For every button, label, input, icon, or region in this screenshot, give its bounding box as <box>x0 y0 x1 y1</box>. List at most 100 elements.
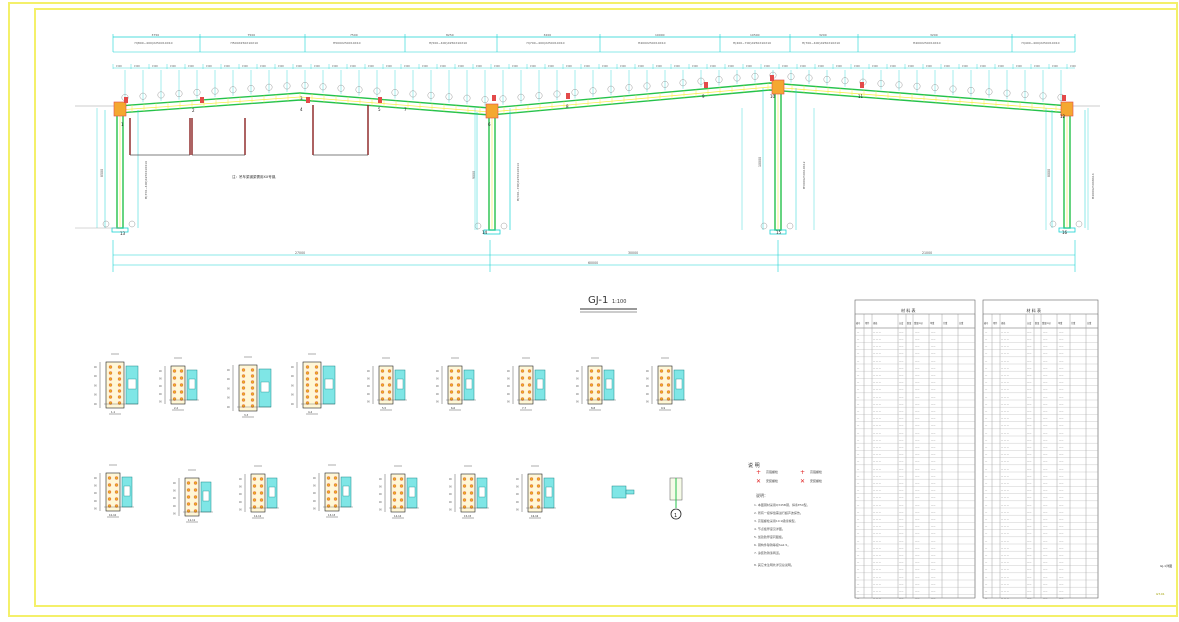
purlin-dimension-value: 1500 <box>926 65 932 68</box>
table-cell: —— <box>1027 569 1032 572</box>
top-dimension-value: 10500 <box>750 33 760 37</box>
purlin-dimension-value: 1500 <box>116 65 122 68</box>
detail-dimension-value: 90 <box>507 400 510 403</box>
detail-section-web <box>324 378 334 390</box>
detail-end-plate <box>460 473 476 513</box>
table-cell: — <box>857 410 860 413</box>
table-header-cell: 编号 <box>984 321 989 325</box>
table-cell: — <box>857 475 860 478</box>
bolt <box>108 389 113 393</box>
table-cell: — — — <box>873 338 882 341</box>
table-row: —— — ——————— <box>857 468 936 471</box>
note-5: 5. 加劲肋厚度同腹板。 <box>754 534 785 539</box>
table-cell: — — — <box>873 482 882 485</box>
table-cell: — <box>857 497 860 500</box>
table-cell: — <box>857 554 860 557</box>
svg-text:安装螺栓: 安装螺栓 <box>810 478 822 483</box>
table-cell: —— <box>915 381 920 384</box>
table-cell: —— <box>915 475 920 478</box>
detail-section-web <box>675 378 683 390</box>
table-cell: — — — <box>1001 525 1010 528</box>
bolt <box>314 395 319 399</box>
bolt <box>666 390 671 394</box>
table-cell: —— <box>915 583 920 586</box>
detail-dimension-value: 90 <box>313 485 316 488</box>
table-row: —— — ——————— <box>857 338 936 341</box>
table-cell: —— <box>915 389 920 392</box>
column-section-label: H400X250X8X14 <box>1091 173 1095 199</box>
table-title: 材 料 表 <box>901 307 916 313</box>
detail-title: 2-2 <box>174 406 178 410</box>
bolt <box>469 484 474 488</box>
bolt <box>596 390 601 394</box>
table-cell: —— <box>915 432 920 435</box>
bolt <box>193 502 198 506</box>
table-cell: —— <box>1043 331 1048 334</box>
detail-dimension-value: 90 <box>646 378 649 381</box>
note-3: 3. 高强螺栓采用10.9级摩擦型。 <box>754 518 798 523</box>
table-cell: —— <box>931 425 936 428</box>
bolt <box>179 376 184 380</box>
table-row: —— — ——————— <box>985 504 1064 507</box>
bolt <box>449 390 454 394</box>
purlin-dimension-value: 1500 <box>998 65 1004 68</box>
bolt <box>529 491 534 495</box>
detail-title: 14-14 <box>394 514 402 518</box>
rafter-web <box>117 86 1071 113</box>
table-cell: — — — <box>1001 554 1010 557</box>
table-cell: — — — <box>873 569 882 572</box>
table-row: —— — ——————— <box>857 576 936 579</box>
table-cell: —— <box>931 489 936 492</box>
table-cell: —— <box>915 576 920 579</box>
purlin-dimension-value: 1500 <box>854 65 860 68</box>
table-row: —— — ——————— <box>857 518 936 521</box>
table-cell: — — — <box>873 489 882 492</box>
table-row: —— — ——————— <box>857 511 936 514</box>
purlin-dimension-value: 1500 <box>872 65 878 68</box>
table-cell: —— <box>1043 554 1048 557</box>
table-cell: — <box>985 331 988 334</box>
node-callout-circle <box>760 222 768 230</box>
table-cell: —— <box>931 410 936 413</box>
detail-dimension-value: 90 <box>379 508 382 511</box>
legend-item-2: ✕ 安装螺栓 <box>756 478 778 485</box>
detail-dimension-value: 90 <box>239 493 242 496</box>
bolt <box>250 398 255 402</box>
detail-dimension-value: 90 <box>367 370 370 373</box>
table-cell: —— <box>1027 489 1032 492</box>
table-cell: —— <box>915 338 920 341</box>
purlin-callout-circle <box>949 85 957 93</box>
purlin-callout-circle <box>175 90 183 98</box>
purlin-callout-circle <box>589 87 597 95</box>
table-row: —— — ——————— <box>985 381 1064 384</box>
table-row: —— — ——————— <box>985 439 1064 442</box>
table-row: —— — ——————— <box>857 367 936 370</box>
purlin-dimension-value: 1500 <box>728 65 734 68</box>
table-cell: — <box>985 533 988 536</box>
bolt <box>250 374 255 378</box>
table-cell: —— <box>915 468 920 471</box>
table-cell: — <box>857 353 860 356</box>
table-cell: —— <box>931 561 936 564</box>
purlin-callout-circle <box>967 86 975 94</box>
bolt <box>250 392 255 396</box>
detail-dimension-value: 90 <box>516 493 519 496</box>
bolt <box>659 397 664 401</box>
bolt <box>305 365 310 369</box>
detail-section-web <box>396 378 404 390</box>
node-number: 15 <box>776 230 782 235</box>
bolt <box>186 495 191 499</box>
table-cell: — <box>985 497 988 500</box>
table-cell: — — — <box>873 432 882 435</box>
bolt <box>666 369 671 373</box>
purlin-dimension-value: 1500 <box>260 65 266 68</box>
section-cut-mark <box>770 75 774 81</box>
purlin-dimension-value: 1500 <box>1070 65 1076 68</box>
table-cell: —— <box>915 597 920 600</box>
detail-dimension-value: 90 <box>449 501 452 504</box>
table-header-cell: 长度 <box>1027 321 1032 325</box>
bolt <box>380 383 385 387</box>
table-cell: —— <box>915 569 920 572</box>
